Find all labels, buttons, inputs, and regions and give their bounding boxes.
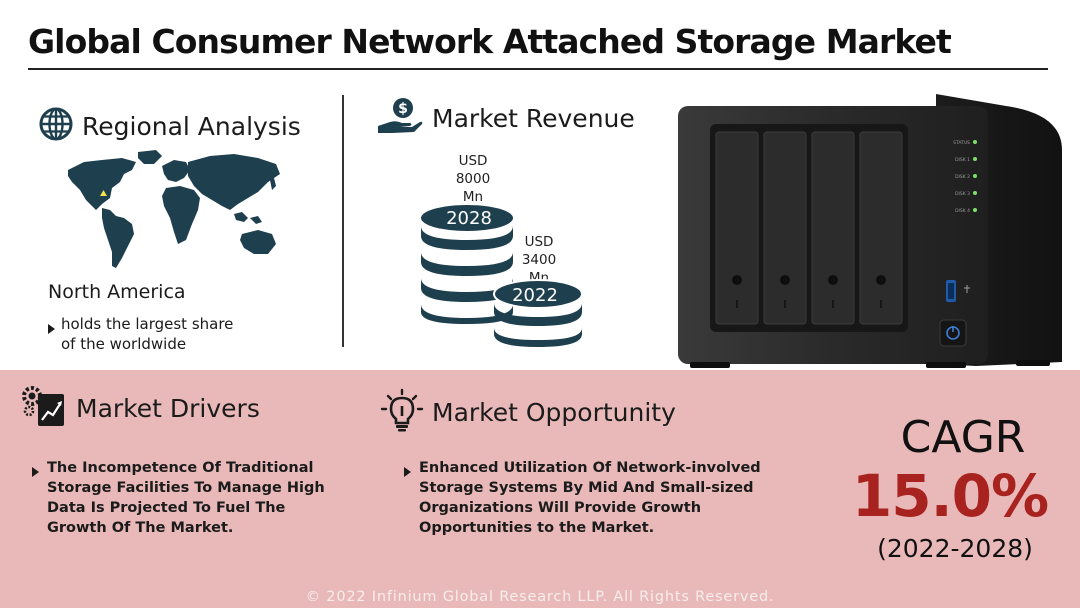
revenue-2022-amount: 3400 xyxy=(521,252,557,268)
led-label-disk3: DISK 3 xyxy=(955,191,970,197)
drivers-line: Data Is Projected To Fuel The xyxy=(47,500,286,516)
cagr-label: CAGR xyxy=(900,412,1026,463)
revenue-2028-unit: Mn xyxy=(462,189,484,205)
led-label-disk1: DISK 1 xyxy=(955,157,970,163)
market-opportunity-header: Market Opportunity xyxy=(380,388,676,436)
drivers-line: Storage Facilities To Manage High xyxy=(47,480,325,496)
market-drivers-header: Market Drivers xyxy=(20,384,260,432)
opportunity-line: Enhanced Utilization Of Network-involved xyxy=(419,460,761,476)
region-name: North America xyxy=(48,281,186,303)
revenue-2022-currency: USD xyxy=(524,234,554,250)
market-revenue-heading: Market Revenue xyxy=(432,103,635,133)
revenue-2022-year: 2022 xyxy=(512,285,558,306)
regional-analysis-heading: Regional Analysis xyxy=(82,111,301,141)
market-revenue-header: $ Market Revenue xyxy=(376,96,635,140)
coin-stack-icon xyxy=(420,200,590,354)
revenue-2028-amount: 8000 xyxy=(455,171,491,187)
title-underline xyxy=(28,68,1048,70)
market-opportunity-heading: Market Opportunity xyxy=(432,397,676,427)
bullet-arrow-icon xyxy=(48,324,55,334)
revenue-2028-year: 2028 xyxy=(446,208,492,229)
drivers-line: The Incompetence Of Traditional xyxy=(47,460,314,476)
market-opportunity-text: Enhanced Utilization Of Network-involved… xyxy=(404,458,779,538)
bullet-arrow-icon xyxy=(404,467,411,477)
led-label-status: STATUS xyxy=(953,140,970,146)
market-drivers-text: The Incompetence Of Traditional Storage … xyxy=(32,458,367,538)
copyright-footer: © 2022 Infinium Global Research LLP. All… xyxy=(305,589,775,605)
power-icon xyxy=(939,319,967,347)
nas-device-image: STATUS DISK 1 DISK 2 DISK 3 DISK 4 xyxy=(676,90,1068,376)
revenue-2028-currency: USD xyxy=(458,153,488,169)
svg-text:$: $ xyxy=(398,101,408,117)
drivers-line: Growth Of The Market. xyxy=(47,520,234,536)
gears-chart-icon xyxy=(20,384,68,432)
led-label-disk4: DISK 4 xyxy=(955,208,970,214)
world-map xyxy=(62,148,284,274)
market-drivers-heading: Market Drivers xyxy=(76,393,260,423)
opportunity-line: Storage Systems By Mid And Small-sized xyxy=(419,480,754,496)
revenue-2028-label: USD 8000 Mn xyxy=(446,152,500,206)
opportunity-line: Opportunities to the Market. xyxy=(419,520,655,536)
region-note: holds the largest share of the worldwide xyxy=(48,314,291,354)
led-label-disk2: DISK 2 xyxy=(955,174,970,180)
lightbulb-icon xyxy=(380,388,424,436)
opportunity-line: Organizations Will Provide Growth xyxy=(419,500,702,516)
cagr-value: 15.0% xyxy=(851,462,1049,530)
cagr-range: (2022-2028) xyxy=(877,534,1033,563)
globe-icon xyxy=(38,106,74,146)
region-note-line: of the worldwide xyxy=(61,335,187,353)
money-hand-icon: $ xyxy=(376,96,424,140)
page-title: Global Consumer Network Attached Storage… xyxy=(28,22,952,61)
bottom-band xyxy=(0,370,1080,608)
bullet-arrow-icon xyxy=(32,467,39,477)
regional-analysis-header: Regional Analysis xyxy=(38,106,301,146)
section-divider xyxy=(342,95,344,347)
region-note-line: holds the largest share xyxy=(61,315,234,333)
usb-port-icon xyxy=(946,280,970,302)
